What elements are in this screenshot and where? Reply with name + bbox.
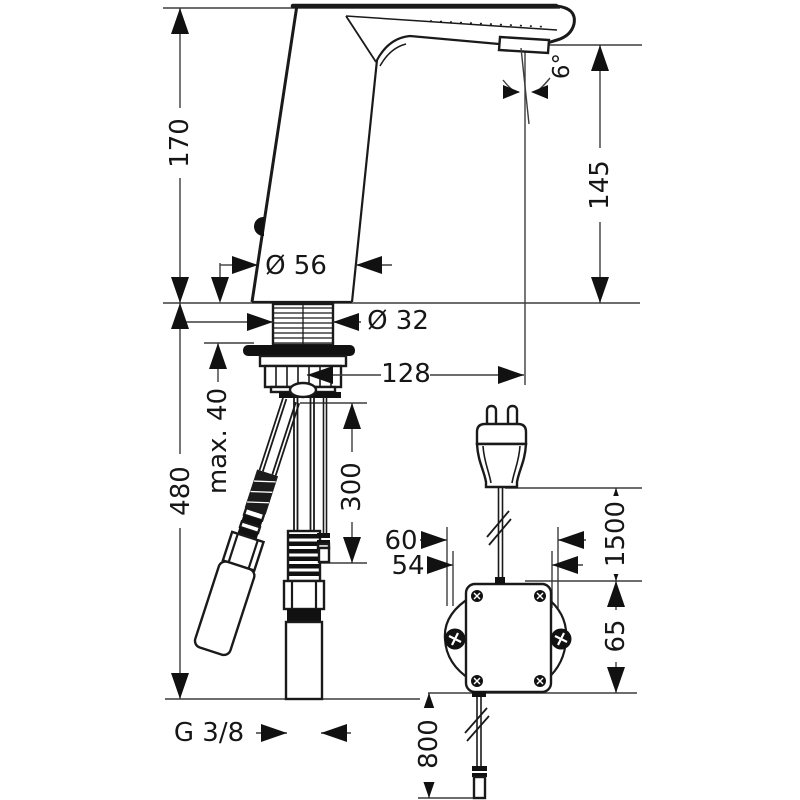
- power-cable: [486, 487, 512, 581]
- dim-spout-reach-label: 128: [381, 359, 431, 389]
- dim-box-body-width-label: 54: [391, 551, 424, 581]
- supply-hose-left: [193, 397, 301, 657]
- power-plug: [475, 404, 528, 489]
- sensor-window: [253, 216, 264, 236]
- control-box-cable: [464, 691, 490, 800]
- dim-base-diameter-label: Ø 56: [265, 251, 327, 281]
- hose-nut: [282, 579, 326, 611]
- dim-shank-diameter-label: Ø 32: [367, 306, 429, 336]
- control-box: [443, 577, 572, 694]
- thread-size-label: G 3/8: [174, 718, 244, 748]
- dim-max-counter-thickness-label: max. 40: [203, 388, 233, 494]
- sensor-cable: [316, 397, 331, 564]
- dim-box-height-label: 65: [601, 619, 631, 652]
- dim-box-outer-width-label: 60: [384, 526, 417, 556]
- aerator-outlet: [497, 35, 551, 55]
- corner-screws: [471, 590, 546, 687]
- dim-hose-length-label: 480: [166, 466, 196, 516]
- dimension-arrows: [171, 8, 625, 798]
- side-screws: [444, 628, 572, 650]
- dim-outlet-cable-length-label: 800: [414, 719, 444, 769]
- cable-plug: [317, 546, 331, 564]
- dim-spout-height-label: 145: [585, 160, 615, 210]
- dim-overall-height-label: 170: [165, 118, 195, 168]
- faucet-body: [250, 3, 576, 304]
- g38-connector: [284, 620, 324, 701]
- cable-connector: [472, 775, 487, 800]
- mounting-shank: [243, 302, 355, 399]
- dimension-labels: 170 480 145 max. 40 300 1500 65 800 6° Ø…: [162, 53, 634, 782]
- base-flange: [243, 345, 355, 356]
- check-valve-body: [193, 560, 256, 657]
- dim-power-cable-length-label: 1500: [601, 501, 631, 567]
- dim-spout-angle-label: 6°: [549, 53, 575, 79]
- supply-hose-right: [282, 397, 326, 701]
- dim-sensor-cable-length-label: 300: [337, 462, 367, 512]
